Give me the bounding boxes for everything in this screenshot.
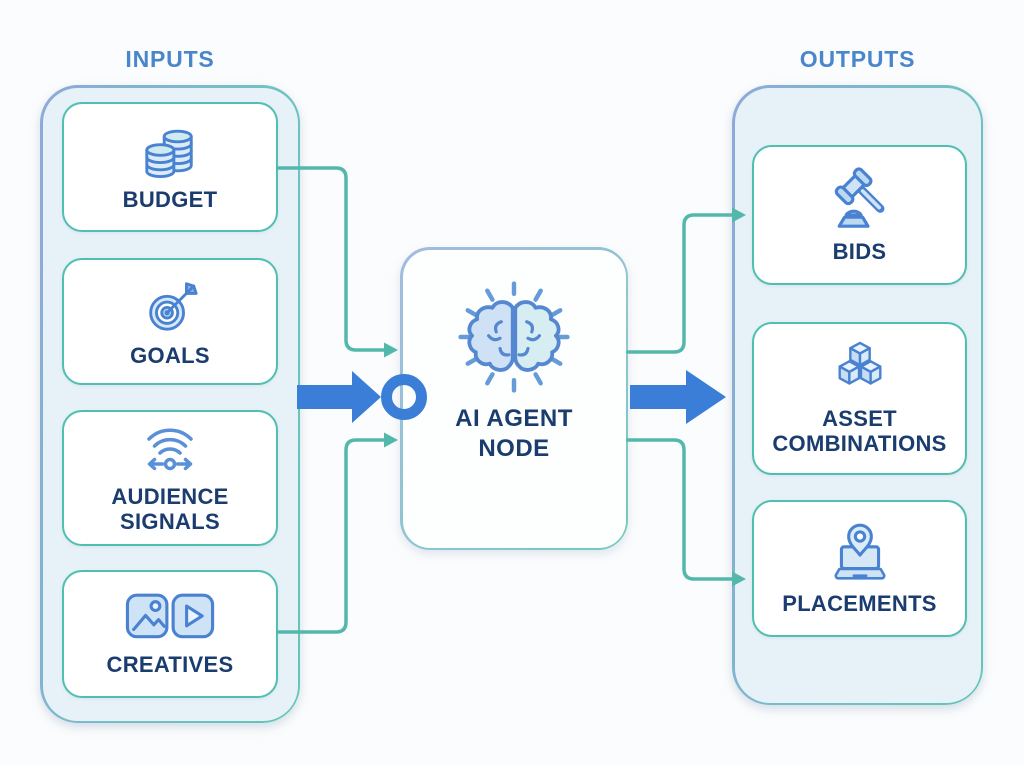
input-label-budget: BUDGET [122,187,218,213]
input-box-budget: BUDGET [62,102,278,232]
input-label-goals: GOALS [130,342,210,368]
main-arrow-node-to-outputs [630,370,726,424]
audience-signals-icon [147,428,193,471]
ai-agent-node-title-line1: AI AGENT [455,404,573,432]
gavel-icon [834,167,884,228]
output-box-asset-combinations: ASSET COMBINATIONS [752,322,967,475]
ai-agent-node: AI AGENT NODE [400,247,628,550]
input-box-creatives: CREATIVES [62,570,278,698]
input-box-goals: GOALS [62,258,278,385]
output-label-placements: PLACEMENTS [782,590,937,616]
ai-agent-node-title-line2: NODE [478,434,550,462]
input-label-audience-signals: AUDIENCE SIGNALS [111,483,229,534]
ai-agent-node-title: AI AGENT NODE [455,404,573,464]
ai-agent-node-body: AI AGENT NODE [402,249,626,548]
output-label-asset-combinations: ASSET COMBINATIONS [772,406,947,456]
arrowhead-creatives [384,432,398,448]
input-label-creatives: CREATIVES [106,652,234,678]
coins-icon [145,129,193,179]
image-video-icon [125,593,215,639]
connector-node-to-bids [626,213,734,354]
input-box-audience-signals: AUDIENCE SIGNALS [62,410,278,546]
outputs-column-title: OUTPUTS [799,45,916,72]
brain-icon [458,280,570,393]
main-arrow-inputs-to-node [297,371,381,423]
connector-node-to-placements [626,438,734,581]
output-box-placements: PLACEMENTS [752,500,967,637]
target-icon [149,281,198,331]
arrowhead-budget [384,342,398,358]
output-label-bids: BIDS [832,239,887,265]
output-box-bids: BIDS [752,145,967,285]
cubes-icon [837,342,882,386]
inputs-column-title: INPUTS [125,45,215,72]
laptop-pin-icon [833,523,886,580]
